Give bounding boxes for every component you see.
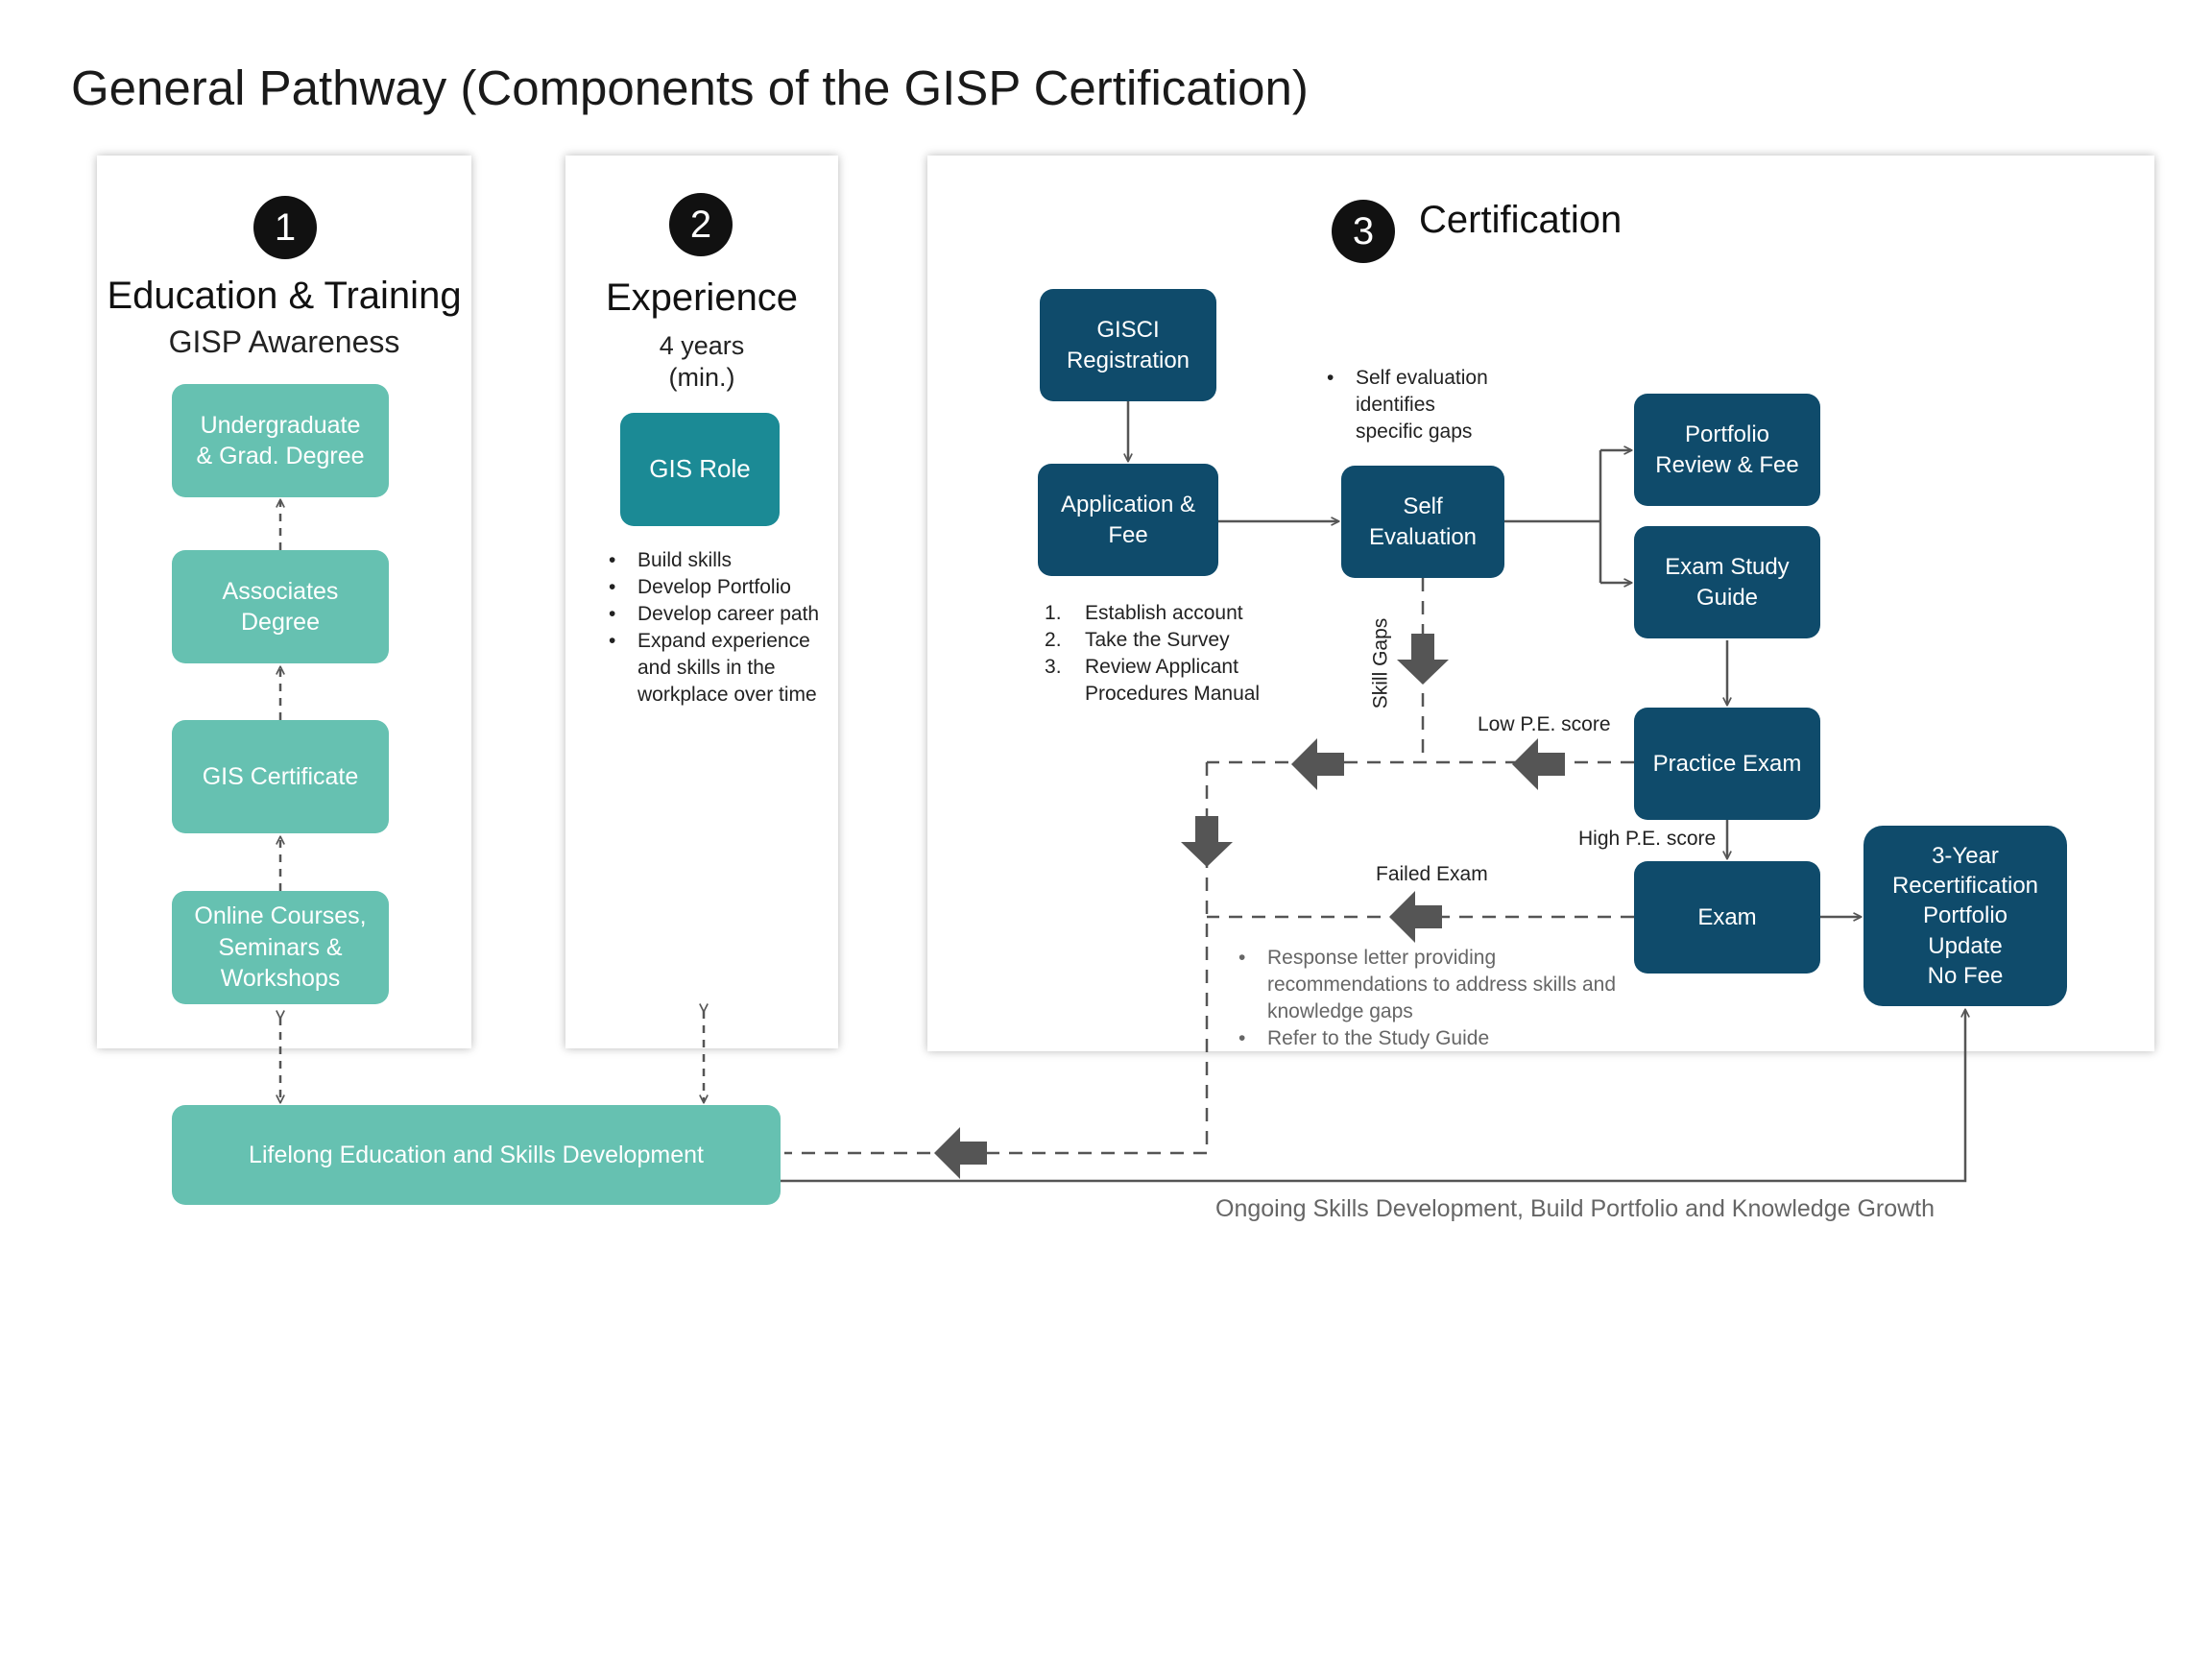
failed-exam-arrowhead xyxy=(1389,891,1442,943)
low-score-arrowhead xyxy=(1512,738,1565,790)
self-evaluation-box: Self Evaluation xyxy=(1341,466,1504,578)
application-steps: Establish account Take the Survey Review… xyxy=(1045,600,1285,708)
page-title: General Pathway (Components of the GISP … xyxy=(71,60,1309,115)
low-score-label: Low P.E. score xyxy=(1478,713,1611,735)
experience-min: (min.) xyxy=(668,363,735,392)
recertification-box: 3-Year Recertification Portfolio Update … xyxy=(1863,826,2067,1006)
education-heading: Education & Training xyxy=(107,275,462,317)
exam-study-guide-box: Exam Study Guide xyxy=(1634,526,1820,638)
gisci-registration-box: GISCI Registration xyxy=(1040,289,1216,401)
step-3-badge: 3 xyxy=(1332,200,1395,263)
experience-bullet: Develop Portfolio xyxy=(607,574,828,601)
education-subheading: GISP Awareness xyxy=(168,325,400,359)
failed-exam-label: Failed Exam xyxy=(1376,863,1488,885)
undergraduate-degree-box: Undergraduate & Grad. Degree xyxy=(172,384,389,497)
feedback-left-arrowhead xyxy=(1291,738,1344,790)
ongoing-growth-label: Ongoing Skills Development, Build Portfo… xyxy=(1215,1195,1936,1222)
certification-heading: Certification xyxy=(1419,199,1623,241)
self-eval-branch xyxy=(1504,450,1602,583)
lifelong-return-arrowhead xyxy=(934,1127,987,1179)
ongoing-growth-line xyxy=(781,1010,1965,1183)
application-step: Establish account xyxy=(1045,600,1243,627)
portfolio-review-box: Portfolio Review & Fee xyxy=(1634,394,1820,506)
failed-exam-note: Refer to the Study Guide xyxy=(1237,1025,1640,1052)
step-1-badge: 1 xyxy=(253,196,317,259)
lifelong-education-box: Lifelong Education and Skills Developmen… xyxy=(172,1105,781,1205)
failed-exam-notes: Response letter providing recommendation… xyxy=(1237,945,1640,1052)
skill-gaps-arrowhead xyxy=(1397,634,1449,685)
application-step: Review Applicant Procedures Manual xyxy=(1045,654,1261,705)
exam-box: Exam xyxy=(1634,861,1820,974)
experience-years: 4 years xyxy=(659,331,745,360)
self-eval-note: Self evaluation identifies specific gaps xyxy=(1325,365,1498,445)
gis-role-box: GIS Role xyxy=(620,413,780,526)
associates-degree-box: Associates Degree xyxy=(172,550,389,663)
step-2-badge: 2 xyxy=(669,193,733,256)
gis-certificate-box: GIS Certificate xyxy=(172,720,389,833)
experience-bullet: Build skills xyxy=(607,547,828,574)
experience-bullet: Expand experience and skills in the work… xyxy=(607,628,828,709)
practice-exam-box: Practice Exam xyxy=(1634,708,1820,820)
high-score-label: High P.E. score xyxy=(1578,828,1717,850)
online-courses-box: Online Courses, Seminars & Workshops xyxy=(172,891,389,1004)
feedback-down-arrowhead xyxy=(1181,816,1233,867)
failed-exam-note: Response letter providing recommendation… xyxy=(1237,945,1640,1025)
application-step: Take the Survey xyxy=(1045,627,1230,654)
experience-bullet: Develop career path xyxy=(607,601,828,628)
application-fee-box: Application & Fee xyxy=(1038,464,1218,576)
experience-bullets: Build skills Develop Portfolio Develop c… xyxy=(607,547,828,709)
experience-heading: Experience xyxy=(605,276,799,319)
self-eval-note-item: Self evaluation identifies specific gaps xyxy=(1325,365,1498,445)
